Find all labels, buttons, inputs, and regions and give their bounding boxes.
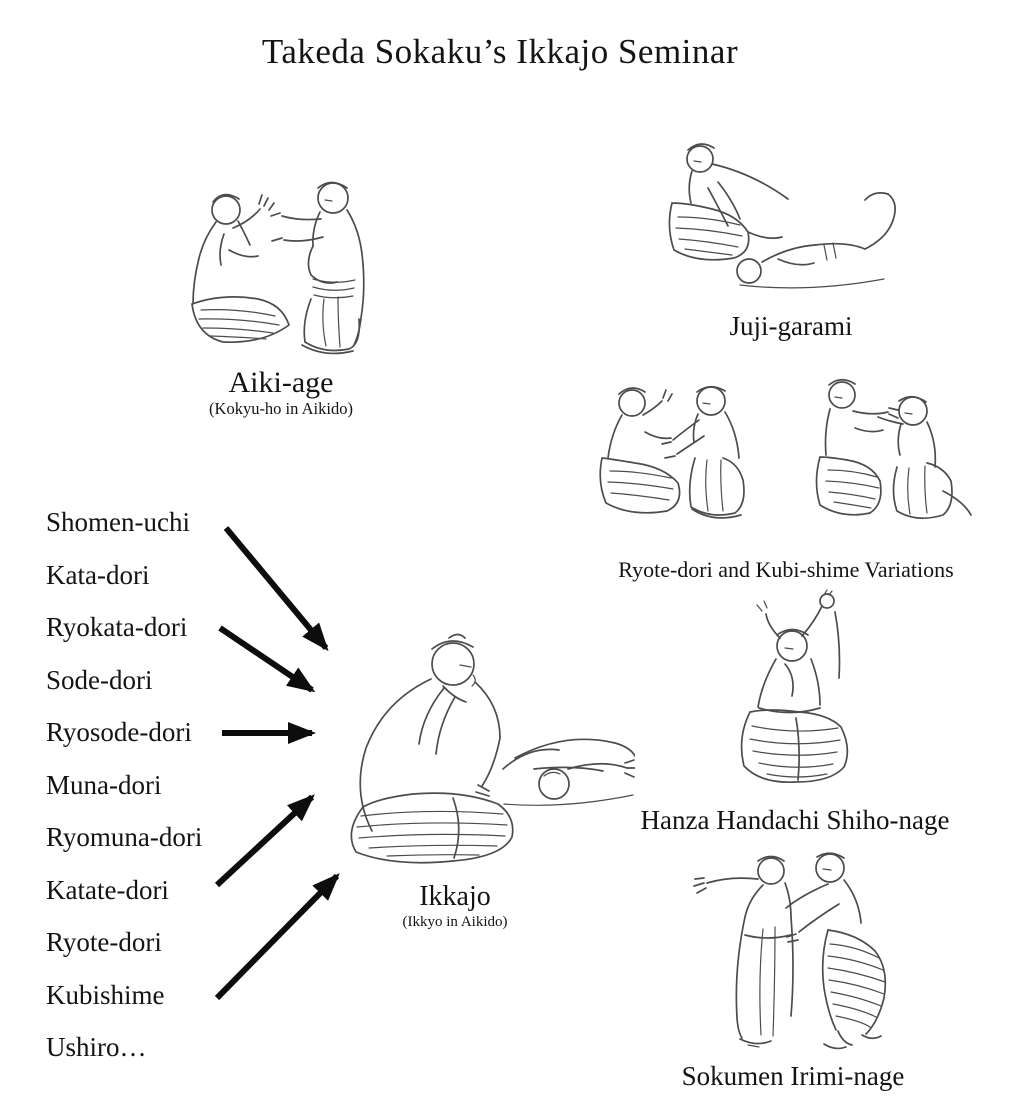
- attack-item-kubishime: Kubishime: [46, 979, 165, 1010]
- aiki-age-caption: Aiki-age (Kokyu-ho in Aikido): [143, 366, 419, 420]
- ryote-kubi-label: Ryote-dori and Kubi-shime Variations: [618, 557, 954, 582]
- ryote-kubi-caption: Ryote-dori and Kubi-shime Variations: [576, 557, 996, 582]
- juji-garami-illustration: [668, 143, 896, 289]
- attack-item-kata-dori: Kata-dori: [46, 559, 150, 590]
- attack-item-ryokata-dori: Ryokata-dori: [46, 612, 188, 642]
- aiki-age-sublabel: (Kokyu-ho in Aikido): [209, 399, 353, 418]
- attack-item-ryote-dori: Ryote-dori: [46, 927, 162, 957]
- attack-list: Shomen-uchi Kata-dori Ryokata-dori Sode-…: [46, 496, 276, 1074]
- attack-item-muna-dori: Muna-dori: [46, 769, 162, 800]
- aiki-age-illustration: [191, 181, 365, 355]
- sokumen-irimi-caption: Sokumen Irimi-nage: [593, 1061, 993, 1092]
- attack-item-shomen-uchi: Shomen-uchi: [46, 507, 190, 537]
- attack-item-ryomuna-dori: Ryomuna-dori: [46, 822, 203, 852]
- ikkajo-caption: Ikkajo (Ikkyo in Aikido): [335, 881, 575, 932]
- ryote-kubi-illustration: [599, 378, 972, 520]
- aiki-age-label: Aiki-age: [228, 366, 334, 399]
- hanza-handachi-illustration: [740, 589, 849, 784]
- sokumen-irimi-illustration: [693, 852, 887, 1050]
- sokumen-irimi-label: Sokumen Irimi-nage: [681, 1061, 905, 1091]
- juji-garami-label: Juji-garami: [729, 311, 853, 341]
- ikkajo-label: Ikkajo: [419, 881, 491, 912]
- hanza-handachi-caption: Hanza Handachi Shiho-nage: [595, 805, 995, 836]
- attack-item-katate-dori: Katate-dori: [46, 874, 169, 905]
- attack-item-sode-dori: Sode-dori: [46, 664, 153, 695]
- attack-item-ushiro: Ushiro…: [46, 1032, 147, 1062]
- ikkajo-illustration: [350, 633, 635, 864]
- hanza-handachi-label: Hanza Handachi Shiho-nage: [640, 805, 950, 835]
- juji-garami-caption: Juji-garami: [660, 311, 922, 342]
- attack-item-ryosode-dori: Ryosode-dori: [46, 717, 192, 747]
- ikkajo-sublabel: (Ikkyo in Aikido): [402, 913, 508, 930]
- page-title: Takeda Sokaku’s Ikkajo Seminar: [261, 32, 739, 71]
